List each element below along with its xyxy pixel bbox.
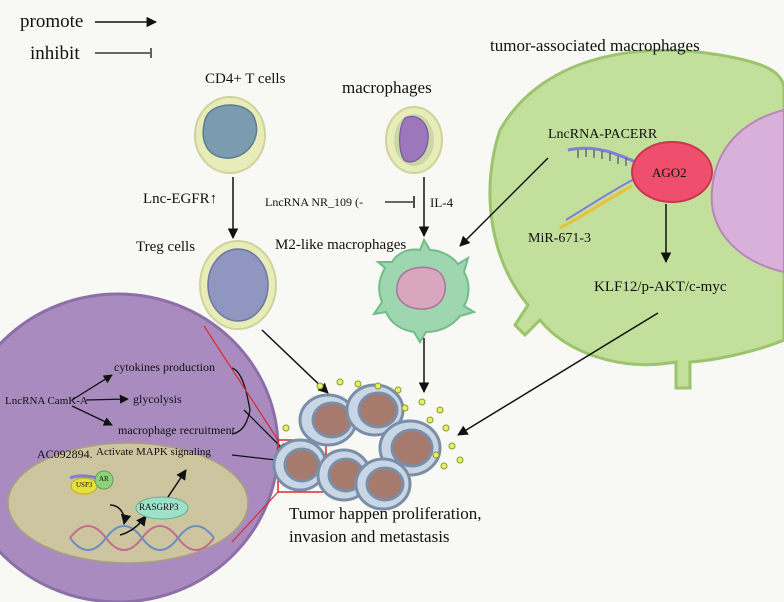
cytokine-dots bbox=[282, 378, 464, 470]
mirna-strand bbox=[559, 184, 633, 230]
ago2-protein bbox=[631, 141, 713, 203]
ago2-label: AGO2 bbox=[652, 165, 687, 180]
pathway-to-tumor-arrow bbox=[457, 312, 659, 436]
tam-nucleus bbox=[710, 108, 784, 274]
ar-protein bbox=[94, 470, 114, 490]
il4-label: IL-4 bbox=[430, 195, 454, 210]
legend-promote-label: promote bbox=[20, 11, 84, 32]
m2-label: M2-like macrophages bbox=[275, 237, 407, 253]
ac092894-label: AC092894. bbox=[37, 447, 93, 461]
camk-label: LncRNA CamK-A bbox=[5, 395, 88, 407]
dna-helix bbox=[69, 525, 215, 551]
macrophage-cell bbox=[385, 106, 443, 174]
rasgrp3-label: RASGRP3 bbox=[139, 502, 179, 512]
macrophages-label: macrophages bbox=[342, 78, 432, 97]
cytokines-label: cytokines production bbox=[114, 360, 215, 374]
tumor-cell-6 bbox=[354, 457, 412, 511]
outcome-line-2: invasion and metastasis bbox=[289, 527, 450, 546]
treg-label: Treg cells bbox=[136, 239, 196, 255]
tam-title: tumor-associated macrophages bbox=[490, 36, 700, 55]
m2-macrophage-cell bbox=[371, 237, 477, 344]
tam-cell bbox=[488, 48, 784, 390]
outcome-line-1: Tumor happen proliferation, bbox=[289, 504, 482, 523]
ar-label: AR bbox=[99, 475, 109, 483]
lncrna-pacerr-label: LncRNA-PACERR bbox=[548, 127, 658, 142]
lnc-egfr-label: Lnc-EGFR↑ bbox=[143, 191, 218, 207]
rasgrp3-protein bbox=[135, 496, 189, 520]
tumor-cell bbox=[0, 292, 287, 602]
tumor-mass bbox=[272, 383, 442, 511]
tumor-nucleus bbox=[7, 442, 249, 564]
usp3-label: USP3 bbox=[76, 481, 93, 489]
glycolysis-label: glycolysis bbox=[133, 392, 182, 406]
mapk-label: Activate MAPK signaling bbox=[96, 446, 211, 458]
nr109-label: LncRNA NR_109 (- bbox=[265, 195, 363, 209]
legend-inhibit-label: inhibit bbox=[30, 43, 80, 64]
mapk-inhibit bbox=[231, 454, 277, 461]
recruitment-label: macrophage recruitment bbox=[118, 423, 235, 437]
mir-671-label: MiR-671-3 bbox=[528, 231, 591, 246]
cd4-t-cell bbox=[194, 96, 266, 174]
pathway-label: KLF12/p-AKT/c-myc bbox=[594, 279, 727, 295]
tam-to-m2-arrow bbox=[459, 157, 549, 247]
cd4-label: CD4+ T cells bbox=[205, 71, 286, 87]
treg-cell bbox=[199, 240, 277, 330]
treg-to-tumor-arrow bbox=[261, 329, 329, 394]
legend bbox=[95, 16, 158, 58]
